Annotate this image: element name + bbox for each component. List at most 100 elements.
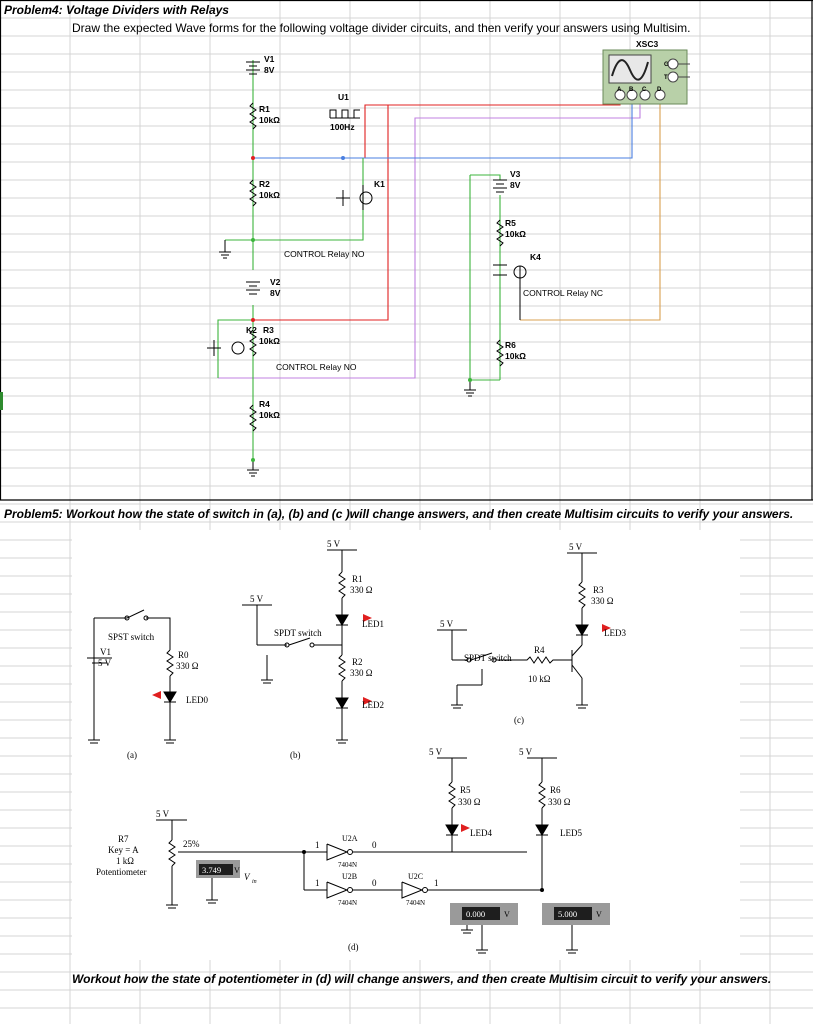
problem4-instruction: Draw the expected Wave forms for the fol… [72,21,691,35]
svg-text:5 V: 5 V [327,539,341,549]
svg-text:1: 1 [315,840,320,850]
svg-text:(d): (d) [348,942,359,952]
r1-value: 10kΩ [259,115,280,125]
r5-name: R5 [505,218,516,228]
svg-text:LED1: LED1 [362,619,384,629]
svg-text:in: in [252,879,257,885]
svg-text:SPST switch: SPST switch [108,632,155,642]
svg-text:5 V: 5 V [250,594,264,604]
svg-text:U2C: U2C [408,872,423,881]
svg-text:1: 1 [434,878,439,888]
svg-text:LED0: LED0 [186,695,208,705]
svg-text:LED3: LED3 [604,628,626,638]
svg-text:5 V: 5 V [156,809,170,819]
svg-text:330 Ω: 330 Ω [176,661,199,671]
svg-text:D: D [657,87,662,93]
svg-text:V: V [234,866,240,875]
svg-text:330 Ω: 330 Ω [350,668,373,678]
r2-value: 10kΩ [259,190,280,200]
k4-label: CONTROL Relay NC [523,288,603,298]
svg-text:5 V: 5 V [519,747,533,757]
svg-text:V: V [244,872,251,882]
svg-text:1 kΩ: 1 kΩ [116,856,134,866]
problem5-title: Problem5: Workout how the state of switc… [4,507,794,521]
svg-text:R3: R3 [593,585,604,595]
problem5-footer: Workout how the state of potentiometer i… [72,972,772,986]
r1-name: R1 [259,104,270,114]
problem4-circuit: XSC3 A B C D G T V1 8V R1 10kΩ U1 100Hz … [207,39,690,477]
svg-text:(a): (a) [127,750,137,760]
svg-text:R6: R6 [550,785,561,795]
svg-text:R4: R4 [534,645,545,655]
svg-text:5 V: 5 V [440,619,454,629]
svg-text:V: V [504,910,510,919]
u1-value: 100Hz [330,122,355,132]
scope-name: XSC3 [636,39,658,49]
k1-label: CONTROL Relay NO [284,249,365,259]
v3-name: V3 [510,169,521,179]
v3-value: 8V [510,180,521,190]
r2-name: R2 [259,179,270,189]
u1-name: U1 [338,92,349,102]
svg-text:0: 0 [372,878,377,888]
svg-text:330 Ω: 330 Ω [548,797,571,807]
svg-text:10 kΩ: 10 kΩ [528,674,551,684]
svg-text:330 Ω: 330 Ω [591,596,614,606]
k4-name: K4 [530,252,541,262]
problem4-title: Problem4: Voltage Dividers with Relays [4,3,229,17]
svg-text:U2A: U2A [342,834,358,843]
svg-text:B: B [629,87,634,93]
svg-text:C: C [642,87,647,93]
svg-text:A: A [617,87,622,93]
meter-led5-value: 5.000 [558,909,577,919]
svg-text:7404N: 7404N [338,861,357,869]
svg-text:LED2: LED2 [362,700,384,710]
svg-text:(b): (b) [290,750,301,760]
svg-text:R0: R0 [178,650,189,660]
svg-text:SPDT switch: SPDT switch [274,628,322,638]
v2-value: 8V [270,288,281,298]
svg-text:V1: V1 [100,647,111,657]
r3-value: 10kΩ [259,336,280,346]
r5-value: 10kΩ [505,229,526,239]
svg-text:R5: R5 [460,785,471,795]
meter-led4-value: 0.000 [466,909,485,919]
v1-name: V1 [264,54,275,64]
svg-text:R7: R7 [118,834,129,844]
svg-text:5 V: 5 V [569,542,583,552]
svg-text:5 V: 5 V [98,658,112,668]
svg-text:G: G [664,62,669,68]
svg-text:Key = A: Key = A [108,845,139,855]
svg-text:Potentiometer: Potentiometer [96,867,147,877]
svg-text:330 Ω: 330 Ω [458,797,481,807]
svg-text:330 Ω: 330 Ω [350,585,373,595]
svg-text:5 V: 5 V [429,747,443,757]
svg-text:R2: R2 [352,657,363,667]
svg-text:1: 1 [315,878,320,888]
svg-text:U2B: U2B [342,872,357,881]
r6-name: R6 [505,340,516,350]
k2-name: K2 [246,325,257,335]
svg-text:T: T [664,75,668,81]
problem5-figure: SPST switch V1 5 V R0 330 Ω LED0 (a) 5 V… [72,530,740,960]
svg-text:R1: R1 [352,574,363,584]
meter-vin-value: 3.749 [202,865,221,875]
r4-name: R4 [259,399,270,409]
svg-text:0: 0 [372,840,377,850]
k1-name: K1 [374,179,385,189]
svg-text:SPDT switch: SPDT switch [464,653,512,663]
svg-text:LED4: LED4 [470,828,492,838]
svg-text:7404N: 7404N [338,899,357,907]
r4-value: 10kΩ [259,410,280,420]
r3-name: R3 [263,325,274,335]
v2-name: V2 [270,277,281,287]
k2-label: CONTROL Relay NO [276,362,357,372]
svg-text:7404N: 7404N [406,899,425,907]
svg-text:25%: 25% [183,839,200,849]
v1-value: 8V [264,65,275,75]
r6-value: 10kΩ [505,351,526,361]
svg-text:V: V [596,910,602,919]
svg-text:(c): (c) [514,715,524,725]
oscilloscope-xsc3[interactable] [602,49,690,105]
svg-text:LED5: LED5 [560,828,582,838]
